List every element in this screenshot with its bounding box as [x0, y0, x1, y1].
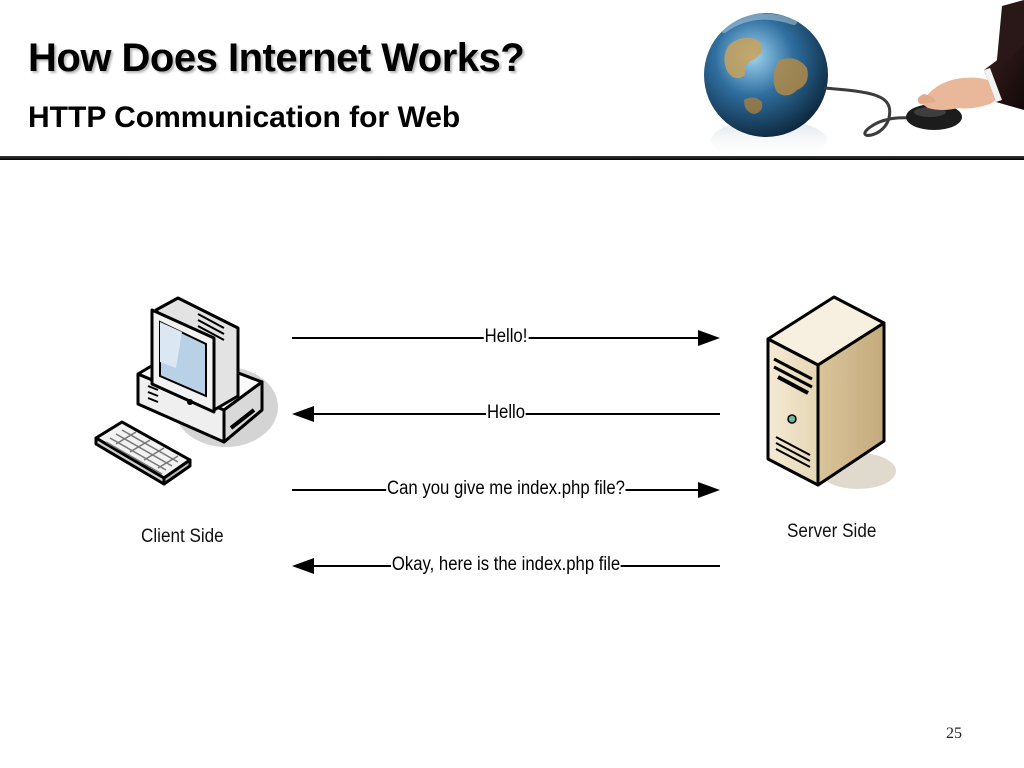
arrow-left-icon	[292, 558, 314, 574]
message-label: Okay, here is the index.php file	[390, 553, 622, 577]
arrow-left-icon	[292, 406, 314, 422]
response-file-arrow: Okay, here is the index.php file	[292, 553, 720, 579]
slide-title: How Does Internet Works?	[28, 36, 525, 80]
http-diagram: Client Side Server Side Hello! Hello Can…	[0, 160, 1024, 768]
page-number: 25	[946, 725, 962, 742]
request-file-arrow: Can you give me index.php file?	[292, 477, 720, 503]
tower-server-icon	[766, 295, 896, 489]
arrow-right-icon	[698, 330, 720, 346]
globe-and-mouse-icon	[704, 0, 1024, 160]
arrow-right-icon	[698, 482, 720, 498]
message-label: Hello	[486, 401, 526, 425]
response-hello-arrow: Hello	[292, 401, 720, 427]
message-label: Hello!	[483, 325, 529, 349]
message-label: Can you give me index.php file?	[386, 477, 626, 501]
client-side-label: Client Side	[141, 526, 224, 547]
header-divider	[0, 156, 1024, 160]
server-side-label: Server Side	[787, 521, 877, 542]
desktop-computer-icon	[94, 296, 278, 486]
request-hello-arrow: Hello!	[292, 325, 720, 351]
slide-subtitle: HTTP Communication for Web	[28, 101, 461, 134]
